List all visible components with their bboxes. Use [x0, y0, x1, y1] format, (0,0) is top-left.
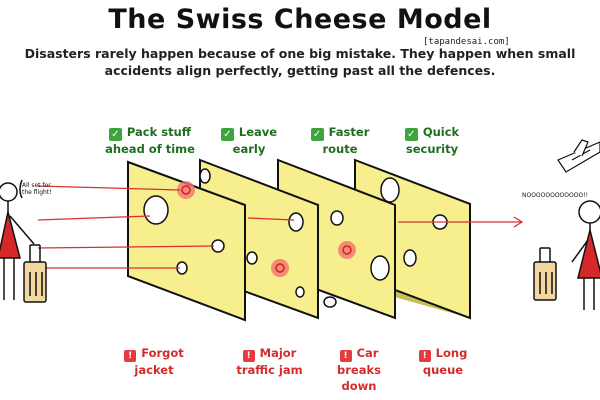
- accident-label-2: !Major traffic jam: [236, 346, 303, 377]
- defence-label-1: ✓Pack stuff ahead of time: [105, 125, 195, 156]
- credit-text: [tapandesai.com]: [423, 37, 510, 47]
- arrows: [37, 185, 524, 269]
- airplane-icon: [557, 139, 600, 173]
- defence-label-3: ✓Faster route: [310, 124, 370, 157]
- speech-right: NOOOOOOOOOOOO!!: [522, 192, 588, 199]
- defence-label-2: ✓Leave early: [214, 124, 284, 157]
- accident-label-4: !Long queue: [412, 345, 474, 378]
- warning-icon: !: [242, 350, 255, 362]
- check-icon: ✓: [404, 128, 418, 141]
- accident-label-1: !Forgot jacket: [104, 345, 204, 378]
- traveller-figure: [0, 179, 47, 303]
- speech-left: All set for the flight!: [22, 182, 52, 196]
- check-icon: ✓: [108, 128, 122, 141]
- warning-icon: !: [339, 350, 352, 362]
- defence-label-4: ✓Quick security: [404, 125, 460, 156]
- subtitle: Disasters rarely happen because of one b…: [24, 46, 576, 78]
- check-icon: ✓: [310, 128, 324, 141]
- page-title: The Swiss Cheese Model: [108, 4, 492, 35]
- distressed-figure: [533, 200, 600, 310]
- check-icon: ✓: [220, 128, 234, 141]
- accident-label-3: !Car breaks down: [337, 346, 381, 393]
- warning-icon: !: [124, 350, 137, 362]
- cheese-slice-1: [127, 160, 246, 322]
- warning-icon: !: [418, 350, 431, 362]
